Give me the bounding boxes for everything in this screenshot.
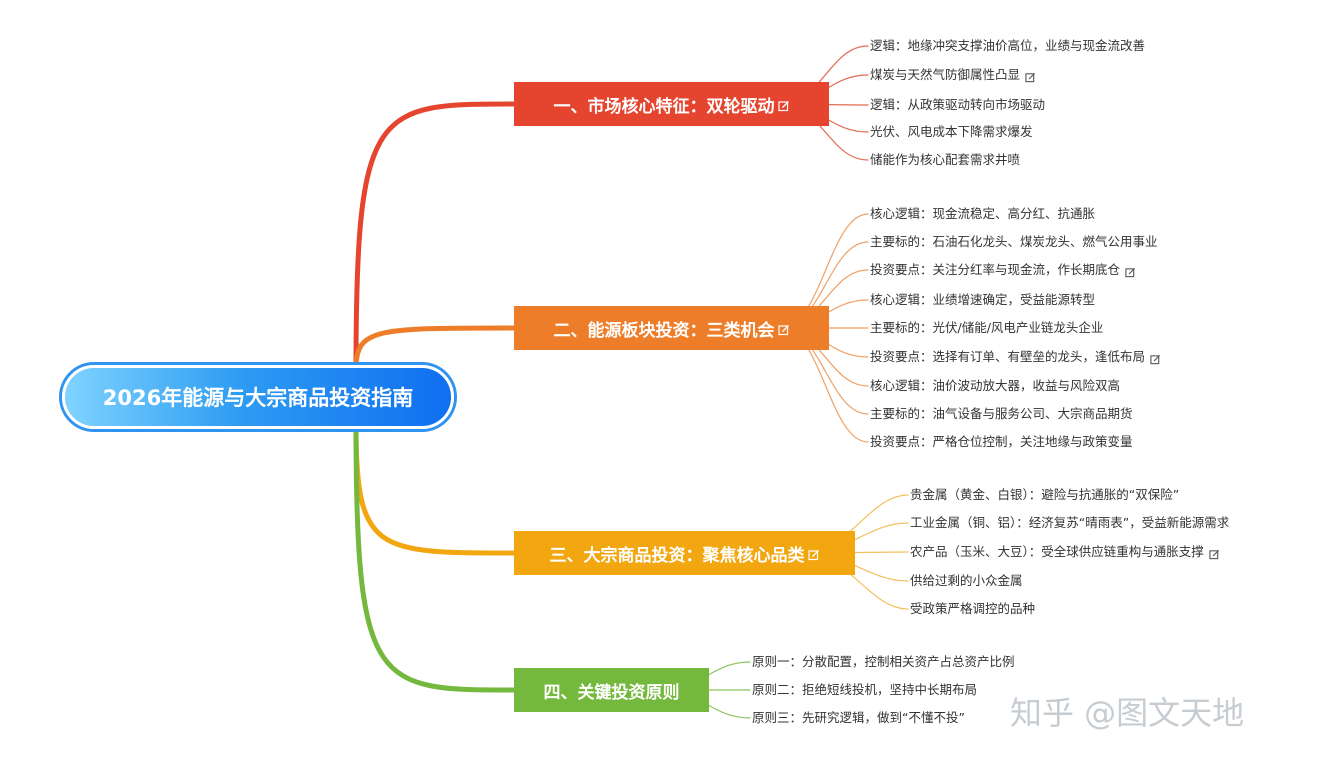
subtopic-item[interactable]: 原则二：拒绝短线投机，坚持中长期布局	[752, 681, 977, 699]
subtopic-label: 贵金属（黄金、白银）：避险与抗通胀的“双保险”	[910, 487, 1180, 502]
subtopic-item[interactable]: 贵金属（黄金、白银）：避险与抗通胀的“双保险”	[910, 486, 1179, 504]
subtopic-label: 投资要点：严格仓位控制，关注地缘与政策变量	[870, 434, 1133, 449]
subtopic-label: 投资要点：关注分红率与现金流，作长期底仓	[870, 262, 1121, 277]
subtopic-label: 逻辑：从政策驱动转向市场驱动	[870, 97, 1046, 112]
subtopic-item[interactable]: 工业金属（铜、铝）：经济复苏“晴雨表”，受益新能源需求	[910, 514, 1229, 532]
connector-line	[353, 422, 517, 556]
subtopic-item[interactable]: 逻辑：从政策驱动转向市场驱动	[870, 96, 1045, 114]
subtopic-item[interactable]: 煤炭与天然气防御属性凸显	[870, 66, 1036, 84]
branch-topic-4[interactable]: 四、关键投资原则	[514, 668, 709, 712]
branch-topic-3[interactable]: 三、大宗商品投资：聚焦核心品类	[514, 531, 855, 575]
subtopic-item[interactable]: 储能作为核心配套需求井喷	[870, 151, 1020, 169]
subtopic-item[interactable]: 供给过剩的小众金属	[910, 572, 1023, 590]
subtopic-label: 光伏、风电成本下降需求爆发	[870, 124, 1033, 139]
branch-topic-2[interactable]: 二、能源板块投资：三类机会	[514, 306, 829, 350]
subtopic-item[interactable]: 投资要点：关注分红率与现金流，作长期底仓	[870, 261, 1136, 279]
subtopic-item[interactable]: 受政策严格调控的品种	[910, 600, 1035, 618]
subtopic-item[interactable]: 投资要点：选择有订单、有壁垒的龙头，逢低布局	[870, 348, 1161, 366]
edit-note-icon[interactable]	[1209, 547, 1220, 559]
branch-topic-label: 一、市场核心特征：双轮驱动	[553, 96, 775, 117]
subtopic-label: 主要标的：光伏/储能/风电产业链龙头企业	[870, 320, 1104, 335]
subtopic-label: 受政策严格调控的品种	[910, 601, 1036, 616]
branch-topic-label: 三、大宗商品投资：聚焦核心品类	[549, 545, 805, 566]
subtopic-label: 煤炭与天然气防御属性凸显	[870, 67, 1021, 82]
subtopic-item[interactable]: 原则三：先研究逻辑，做到“不懂不投”	[752, 709, 965, 727]
connector-line	[353, 325, 517, 372]
edit-note-icon[interactable]	[777, 321, 790, 336]
subtopic-item[interactable]: 逻辑：地缘冲突支撑油价高位，业绩与现金流改善	[870, 37, 1145, 55]
subtopic-label: 工业金属（铜、铝）：经济复苏“晴雨表”，受益新能源需求	[910, 515, 1230, 530]
subtopic-label: 农产品（玉米、大豆）：受全球供应链重构与通胀支撑	[910, 544, 1204, 559]
edit-note-icon[interactable]	[807, 546, 820, 561]
subtopic-item[interactable]: 主要标的：石油石化龙头、煤炭龙头、燃气公用事业	[870, 233, 1158, 251]
subtopic-item[interactable]: 光伏、风电成本下降需求爆发	[870, 123, 1033, 141]
subtopic-label: 逻辑：地缘冲突支撑油价高位，业绩与现金流改善	[870, 38, 1146, 53]
subtopic-label: 主要标的：油气设备与服务公司、大宗商品期货	[870, 406, 1133, 421]
root-topic[interactable]: 2026年能源与大宗商品投资指南	[62, 365, 454, 429]
subtopic-label: 核心逻辑：业绩增速确定，受益能源转型	[870, 292, 1096, 307]
connector-line	[353, 422, 517, 693]
subtopic-label: 原则二：拒绝短线投机，坚持中长期布局	[752, 682, 978, 697]
edit-note-icon[interactable]	[1150, 352, 1161, 364]
subtopic-item[interactable]: 核心逻辑：油价波动放大器，收益与风险双高	[870, 377, 1120, 395]
watermark: 知乎 @图文天地	[1010, 694, 1245, 732]
edit-note-icon[interactable]	[777, 97, 790, 112]
root-topic-label: 2026年能源与大宗商品投资指南	[102, 386, 414, 410]
subtopic-label: 投资要点：选择有订单、有壁垒的龙头，逢低布局	[870, 349, 1146, 364]
edit-note-icon[interactable]	[1025, 70, 1036, 82]
subtopic-label: 供给过剩的小众金属	[910, 573, 1023, 588]
subtopic-item[interactable]: 主要标的：油气设备与服务公司、大宗商品期货	[870, 405, 1133, 423]
subtopic-item[interactable]: 核心逻辑：业绩增速确定，受益能源转型	[870, 291, 1095, 309]
subtopic-label: 核心逻辑：现金流稳定、高分红、抗通胀	[870, 206, 1096, 221]
subtopic-label: 储能作为核心配套需求井喷	[870, 152, 1021, 167]
subtopic-item[interactable]: 投资要点：严格仓位控制，关注地缘与政策变量	[870, 433, 1133, 451]
connector-line	[353, 101, 517, 372]
subtopic-label: 核心逻辑：油价波动放大器，收益与风险双高	[870, 378, 1121, 393]
branch-topic-1[interactable]: 一、市场核心特征：双轮驱动	[514, 82, 829, 126]
subtopic-label: 原则三：先研究逻辑，做到“不懂不投”	[752, 710, 965, 725]
subtopic-label: 主要标的：石油石化龙头、煤炭龙头、燃气公用事业	[870, 234, 1158, 249]
edit-note-icon[interactable]	[1125, 265, 1136, 277]
subtopic-item[interactable]: 原则一：分散配置，控制相关资产占总资产比例	[752, 653, 1015, 671]
subtopic-item[interactable]: 核心逻辑：现金流稳定、高分红、抗通胀	[870, 205, 1095, 223]
branch-topic-label: 四、关键投资原则	[543, 682, 680, 703]
subtopic-item[interactable]: 农产品（玉米、大豆）：受全球供应链重构与通胀支撑	[910, 543, 1220, 561]
branch-topic-label: 二、能源板块投资：三类机会	[553, 320, 775, 341]
subtopic-label: 原则一：分散配置，控制相关资产占总资产比例	[752, 654, 1015, 669]
subtopic-item[interactable]: 主要标的：光伏/储能/风电产业链龙头企业	[870, 319, 1103, 337]
